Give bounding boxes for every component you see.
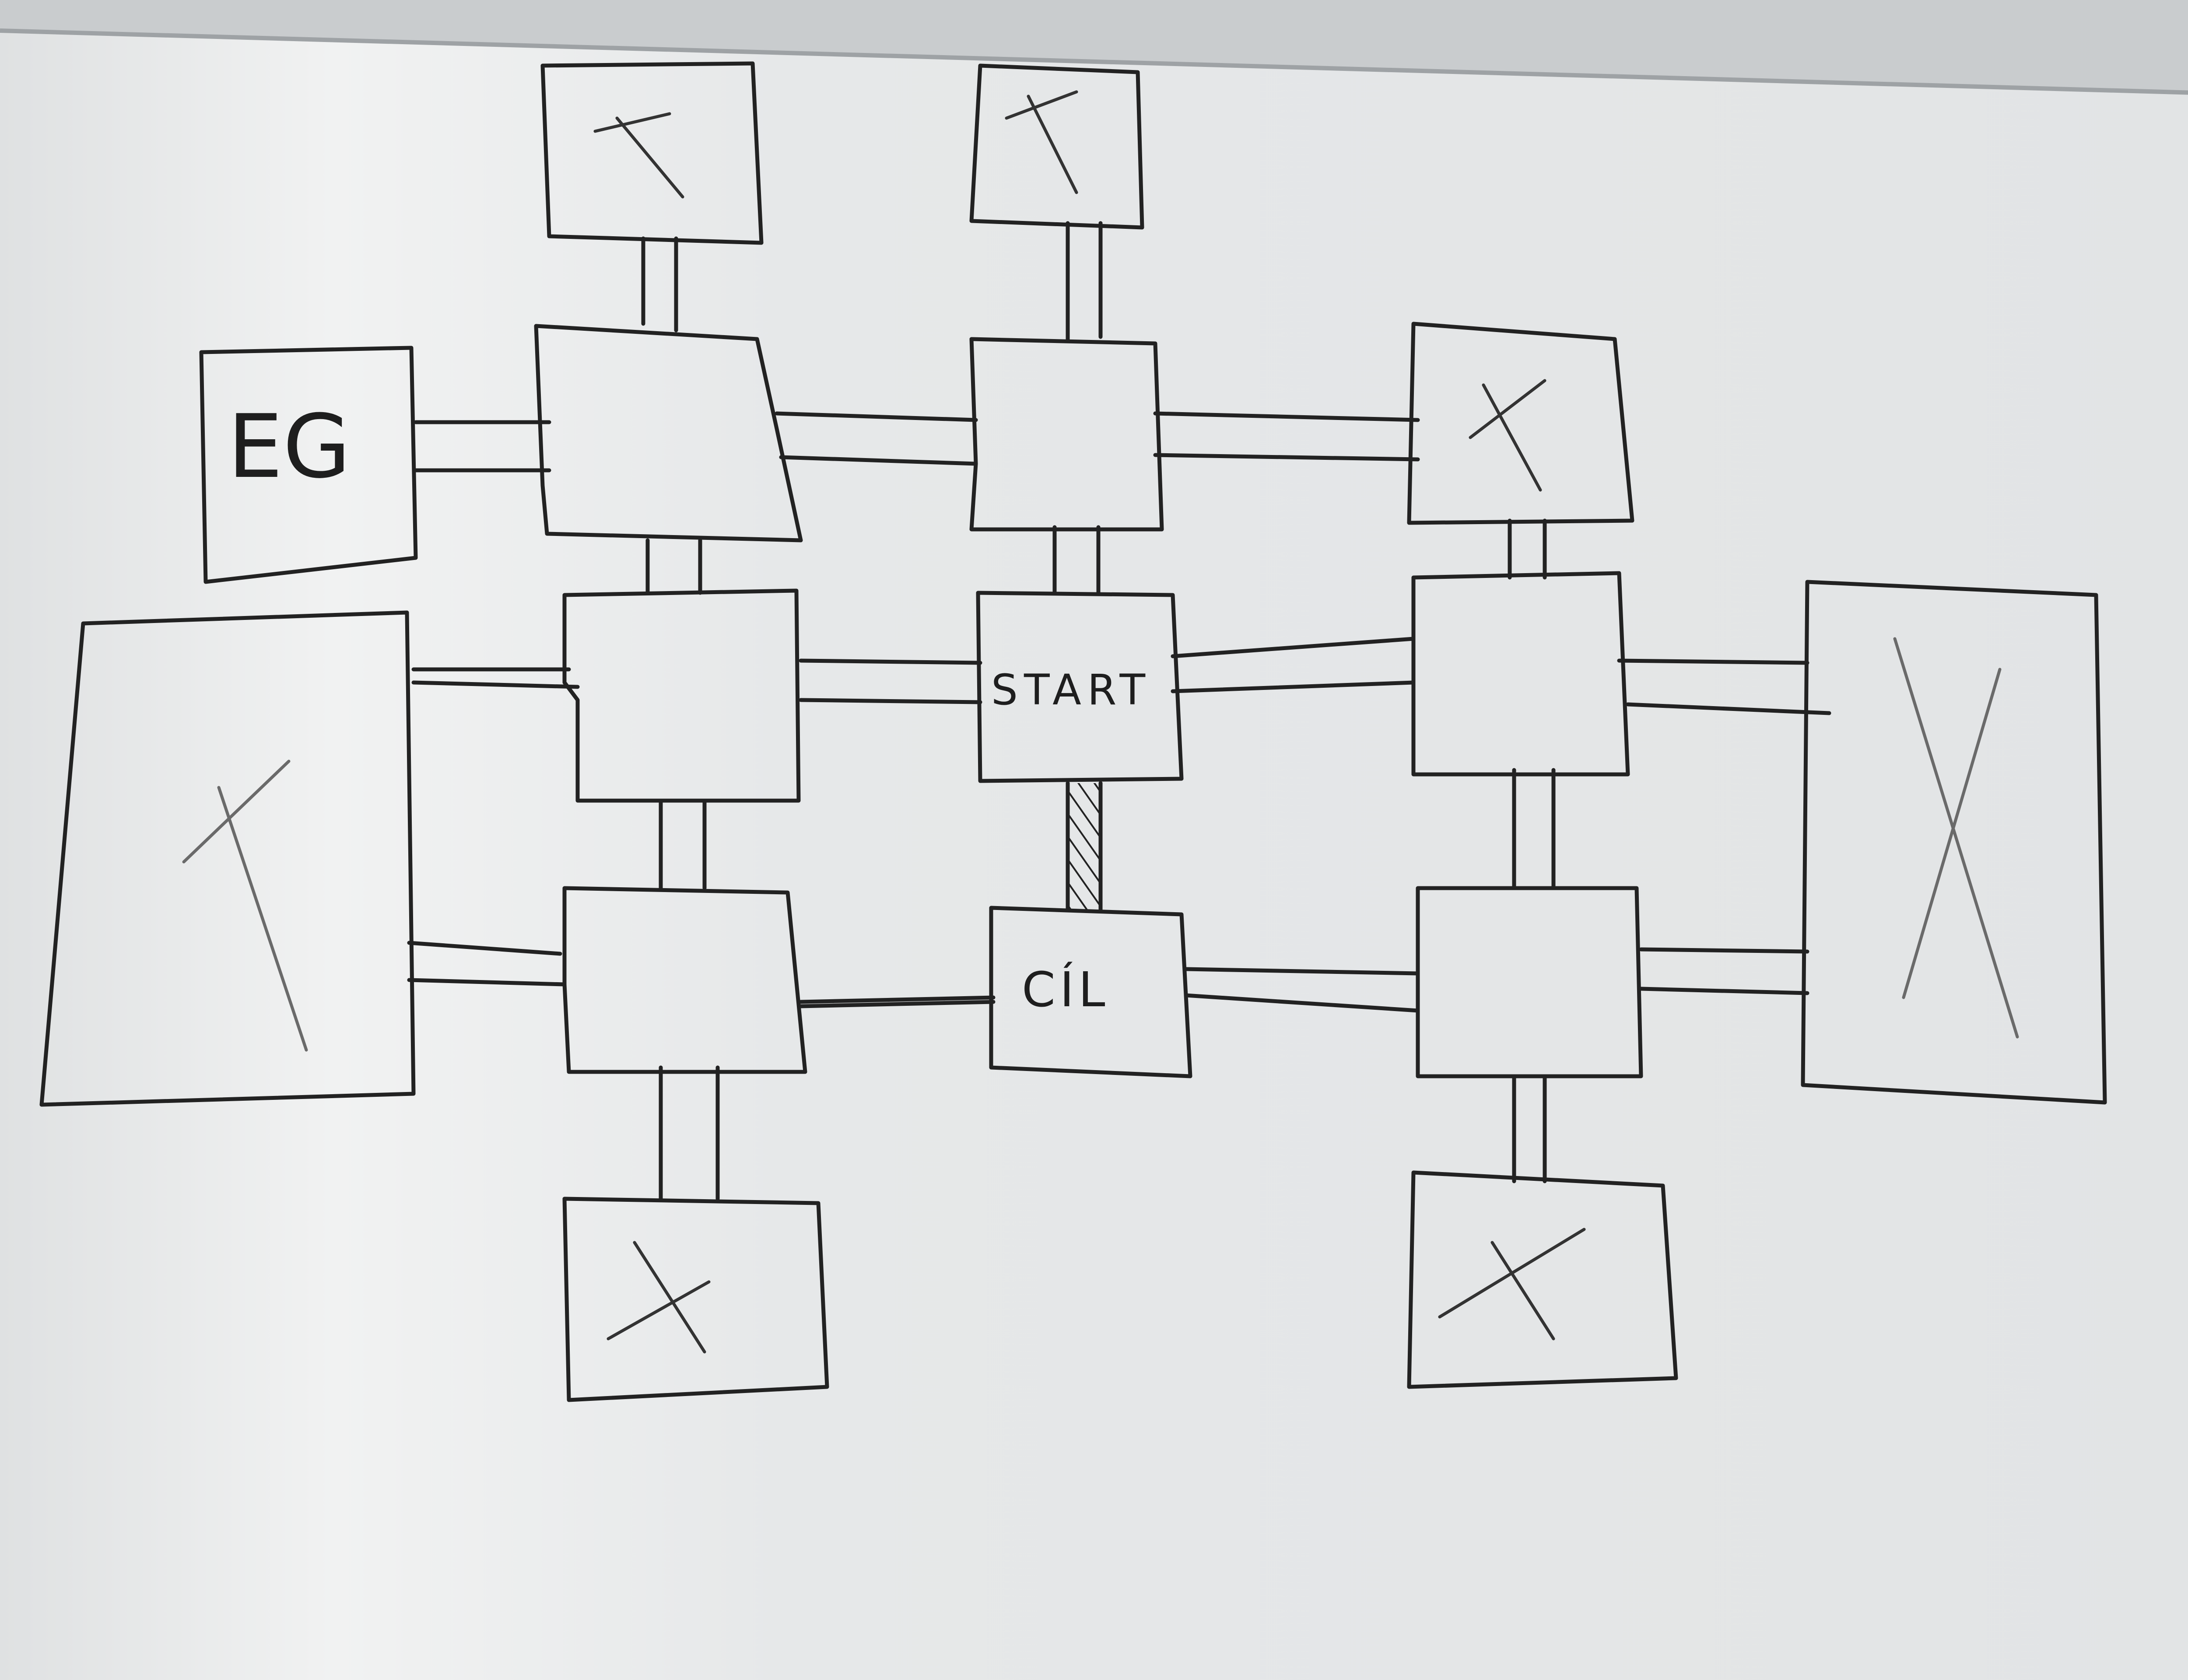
blocked-room-left — [39, 610, 416, 1107]
room-start — [976, 591, 1184, 783]
board-frame-edge — [0, 28, 2188, 95]
room-eg — [199, 346, 418, 584]
room-f — [1416, 886, 1643, 1078]
blocked-room-bottom-left — [562, 1197, 829, 1402]
board-frame — [0, 0, 2188, 93]
cil-label: CÍL — [1022, 961, 1110, 1018]
room-cil — [989, 906, 1192, 1078]
corridors — [407, 221, 1831, 1201]
room-d — [1411, 571, 1630, 777]
blocked-rooms — [39, 61, 2107, 1402]
room-b — [969, 337, 1164, 532]
room-e — [562, 886, 807, 1074]
blocked-room-top-mid — [969, 63, 1144, 230]
rooms — [534, 324, 1643, 1078]
room-c — [562, 588, 801, 803]
blocked-room-top-left — [540, 61, 764, 245]
room-a — [534, 324, 803, 542]
blocked-room-right — [1801, 580, 2107, 1105]
blocked-room-right-top — [1407, 322, 1634, 525]
blocked-room-bottom-right — [1407, 1170, 1678, 1389]
eg-label: EG — [228, 396, 351, 498]
start-label: START — [991, 665, 1151, 714]
